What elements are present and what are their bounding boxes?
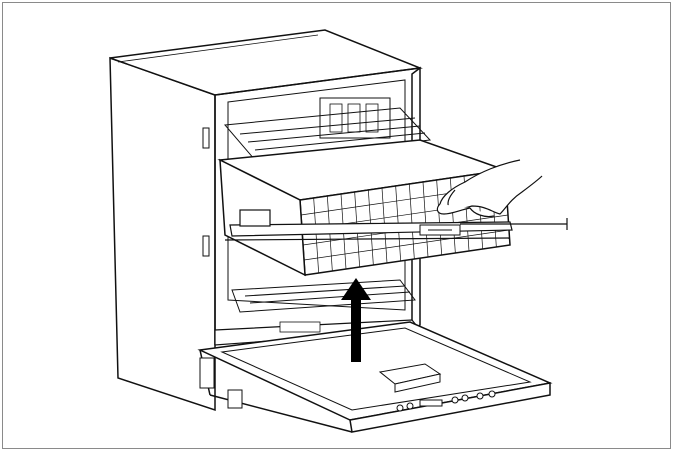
top-edge-line xyxy=(117,34,319,63)
rack-wire xyxy=(436,179,443,256)
front-frame xyxy=(214,67,421,96)
cabinet-side-panel xyxy=(109,56,216,412)
callout-line xyxy=(460,218,568,230)
rack-wire xyxy=(408,183,415,260)
rack-wire xyxy=(313,197,320,274)
hand-illustration xyxy=(436,159,543,218)
detergent-dispenser xyxy=(378,363,442,393)
rack-wire xyxy=(303,229,510,261)
spray-slot-1 xyxy=(329,103,343,133)
cutlery-tray xyxy=(223,107,432,161)
lower-rack xyxy=(231,279,416,313)
open-door xyxy=(197,321,553,433)
spray-housing xyxy=(319,97,391,139)
filter xyxy=(279,321,321,333)
lift-arrow xyxy=(341,278,371,362)
side-slot-upper xyxy=(202,127,210,149)
rack-adjuster xyxy=(419,224,461,236)
control-panel xyxy=(396,390,496,412)
door-hinge xyxy=(199,357,243,409)
spray-slot-3 xyxy=(365,103,379,133)
rack-wire xyxy=(422,181,429,258)
rack-wire xyxy=(299,199,306,276)
side-slot-lower xyxy=(202,235,210,257)
